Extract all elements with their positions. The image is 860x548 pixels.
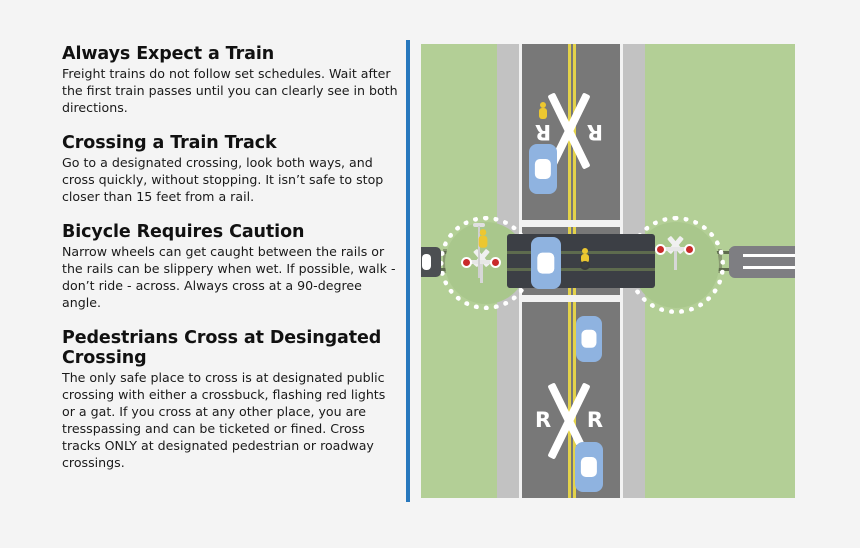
section-body: Narrow wheels can get caught between the… [62, 244, 396, 310]
train-car-icon [729, 246, 795, 278]
railroad-crossing-illustration: R R R R [421, 44, 795, 498]
section-heading: Always Expect a Train [62, 44, 275, 64]
pedestrian-icon [537, 102, 549, 120]
rxr-letter-right: R [586, 408, 603, 432]
train-stripe [743, 266, 795, 269]
section-body: Go to a designated crossing, look both w… [62, 155, 384, 204]
signal-mast [480, 259, 483, 283]
red-lamp-icon [684, 244, 695, 255]
crossing-signal-icon-right [655, 235, 695, 270]
section-always-expect-a-train: Always Expect a Train Freight trains do … [62, 44, 402, 117]
car-waiting [576, 316, 602, 362]
section-heading: Pedestrians Cross at Desingated Crossing [62, 327, 382, 368]
pedestrian-head [540, 102, 546, 108]
cyclist-body [581, 254, 589, 263]
signal-arm [661, 247, 691, 251]
section-pedestrians-cross-at-designated-crossing: Pedestrians Cross at Desingated Crossing… [62, 328, 402, 472]
locomotive-icon [421, 247, 441, 277]
pedestrian-icon [476, 229, 489, 249]
vertical-divider [406, 40, 410, 502]
light-pole [478, 226, 480, 278]
rxr-letter-left: R [535, 408, 552, 432]
pedestrian-head [479, 229, 487, 236]
car-on-crossing [531, 237, 561, 289]
car-northbound [529, 144, 557, 194]
rxr-letter-right: R [535, 120, 552, 144]
crossing-signal-icon-left [461, 248, 501, 283]
text-column: Always Expect a Train Freight trains do … [62, 44, 402, 471]
section-bicycle-requires-caution: Bicycle Requires Caution Narrow wheels c… [62, 222, 402, 312]
red-lamp-icon [655, 244, 666, 255]
light-pole-head [473, 223, 485, 227]
stop-bar-south [522, 295, 620, 302]
signal-mast [674, 246, 677, 270]
rail-line-north-crossing [507, 251, 655, 254]
section-crossing-a-train-track: Crossing a Train Track Go to a designate… [62, 133, 402, 206]
bicycle-wheel [580, 261, 590, 270]
rxr-letter-left: R [586, 120, 603, 144]
red-lamp-icon [461, 257, 472, 268]
section-heading: Crossing a Train Track [62, 132, 277, 153]
train-stripe [743, 254, 795, 257]
section-heading: Bicycle Requires Caution [62, 221, 305, 242]
rail-line-south-crossing [507, 268, 655, 271]
signal-arm [467, 260, 497, 264]
pedestrian-body [478, 235, 488, 248]
section-body: Freight trains do not follow set schedul… [62, 66, 398, 116]
rxr-pavement-marking-south: R R [533, 382, 605, 460]
stop-bar-north [522, 220, 620, 227]
car-southbound [575, 442, 603, 492]
cyclist-head [582, 248, 588, 254]
red-lamp-icon [490, 257, 501, 268]
pedestrian-body [539, 108, 547, 119]
section-body: The only safe place to cross is at desig… [62, 370, 386, 470]
cyclist-icon [577, 248, 593, 270]
